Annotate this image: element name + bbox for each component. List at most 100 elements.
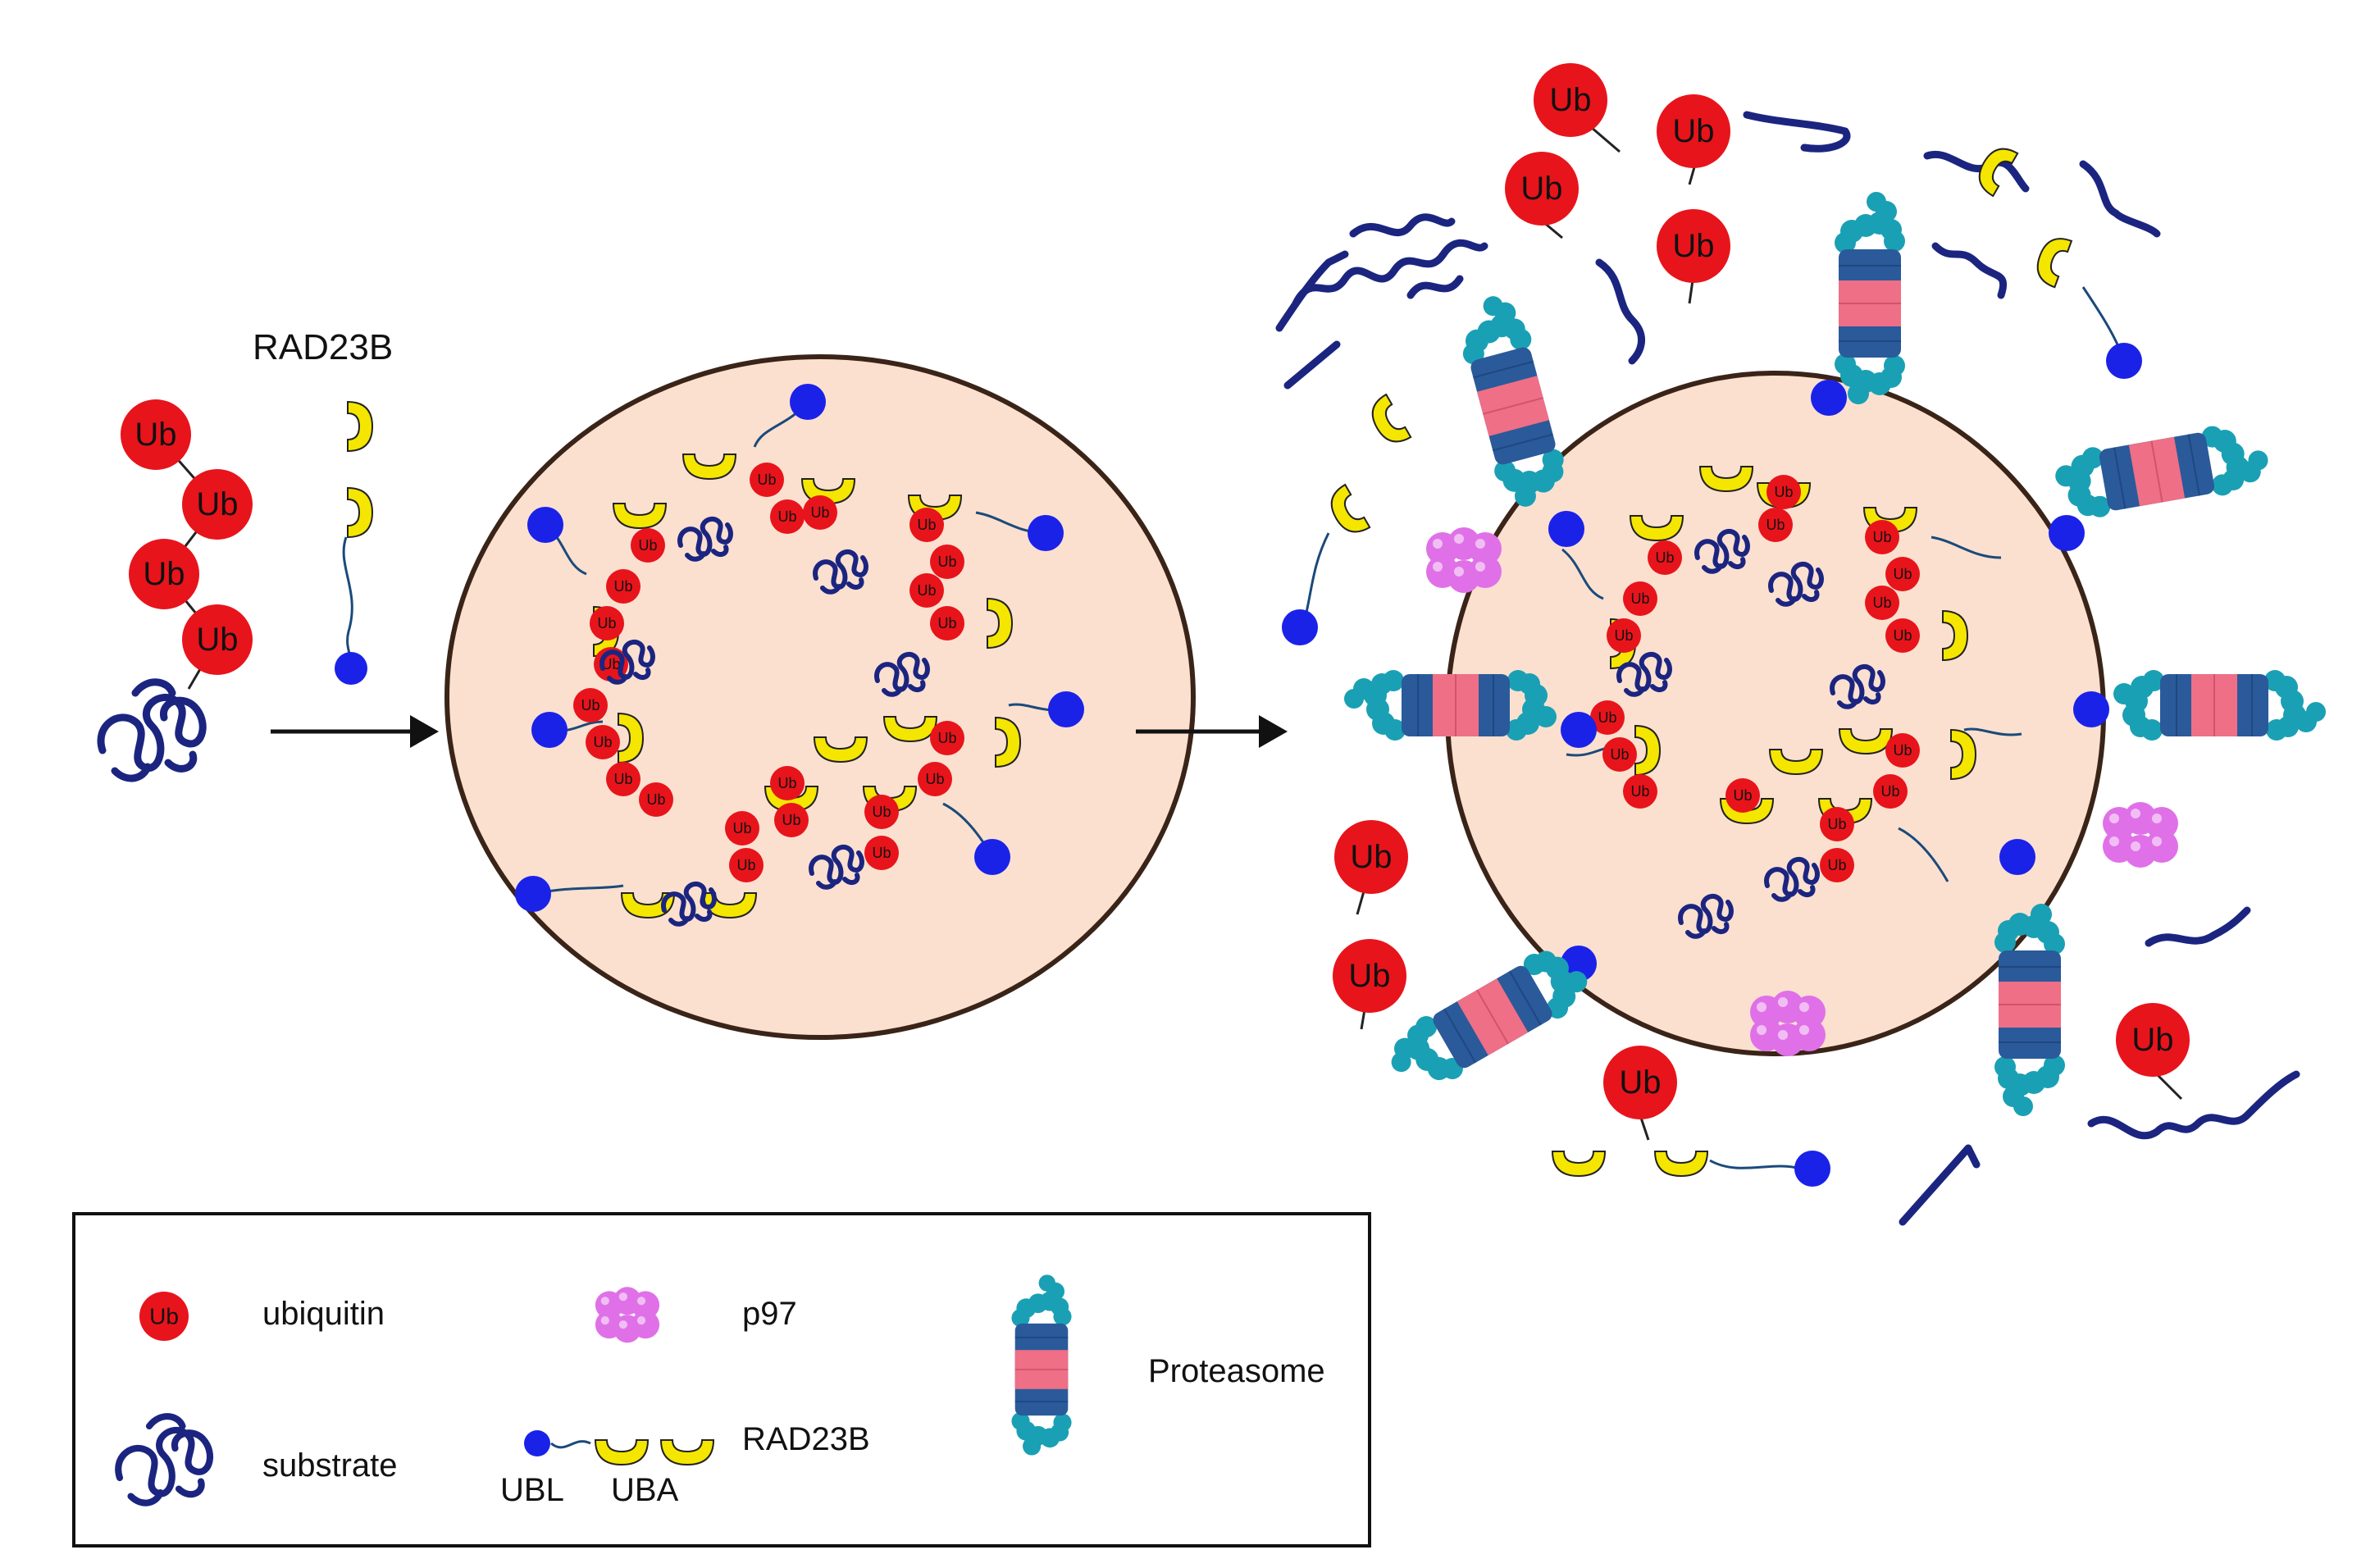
ub-label: Ub [613, 578, 632, 595]
ub-label: Ub [1733, 787, 1752, 804]
ub-label: Ub [810, 504, 829, 521]
ub-label: Ub [1348, 958, 1390, 994]
legend-substrate-label: substrate [262, 1447, 398, 1484]
ub-label: Ub [872, 845, 891, 861]
ubl-icon [527, 507, 563, 543]
legend-proteasome: Proteasome [1010, 1274, 1325, 1456]
legend-box [72, 1212, 1371, 1547]
legend-proteasome-label: Proteasome [1148, 1353, 1325, 1389]
proteasome-icon [2050, 417, 2274, 525]
ubl-icon [335, 652, 367, 685]
rad23b-icon [1971, 140, 2142, 379]
legend-rad23b: RAD23B UBL UBA [500, 1421, 870, 1508]
ub-label: Ub [782, 812, 800, 828]
ub-label: Ub [1893, 627, 1912, 644]
degradation-scene: Ub Ub Ub Ub Ub Ub Ub Ub Ub Ub [1275, 63, 2327, 1226]
polyubiquitin-chain: Ub Ub Ub Ub [101, 399, 253, 778]
ub-label: Ub [937, 554, 956, 570]
rad23b-icon [335, 401, 373, 685]
p97-icon [1750, 991, 1826, 1056]
ubl-icon [2073, 691, 2109, 727]
arrow-head [1259, 715, 1288, 748]
proteasome-icon [1834, 191, 1906, 405]
ub-label: Ub [196, 486, 238, 522]
ubl-icon [1561, 712, 1597, 748]
ub-label: Ub [2131, 1022, 2173, 1058]
ub-label: Ub [1520, 171, 1562, 207]
ub-label: Ub [646, 791, 665, 808]
ubl-icon [1561, 946, 1597, 982]
ub-label: Ub [1827, 857, 1846, 873]
ub-label: Ub [134, 417, 176, 453]
ubiquitin-icon: Ub [1657, 209, 1730, 283]
arrow-head [410, 715, 439, 748]
ubiquitin-icon: Ub [1505, 152, 1579, 226]
legend: Ub ubiquitin substrate p97 RAD23B UBL UB… [72, 1212, 1371, 1547]
legend-rad23b-label: RAD23B [742, 1421, 870, 1457]
ub-label: Ub [1672, 113, 1714, 149]
ubiquitin-icon [139, 1292, 189, 1341]
ubl-icon [531, 712, 568, 748]
ubiquitin-icon: Ub [182, 604, 253, 675]
ub-label: Ub [1893, 566, 1912, 582]
p97-icon [595, 1287, 660, 1343]
ubiquitin-icon: Ub [1534, 63, 1607, 137]
ub-label: Ub [1872, 529, 1891, 545]
proteasome-icon [1449, 288, 1575, 513]
ub-label: Ub [1774, 484, 1793, 500]
ub-label: Ub [1630, 783, 1649, 800]
ub-label: Ub [917, 517, 936, 533]
legend-ubiquitin: Ub ubiquitin [139, 1292, 385, 1341]
ub-label: Ub [1766, 517, 1785, 533]
rad23b-icon [1282, 394, 1412, 645]
legend-ubl-label: UBL [500, 1472, 564, 1508]
ub-label: Ub [1610, 746, 1629, 763]
ubl-icon [974, 839, 1010, 875]
ub-label: Ub [925, 771, 944, 787]
proteasome-icon [1010, 1274, 1073, 1456]
ub-label: Ub [143, 556, 185, 592]
ub-label: Ub [1630, 590, 1649, 607]
ubl-icon [1811, 380, 1847, 416]
ub-label: Ub [917, 582, 936, 599]
ub-label: Ub [732, 820, 751, 836]
ubl-icon [524, 1430, 550, 1456]
p97-icon [1426, 527, 1502, 593]
droplet-icon [444, 354, 1196, 1040]
ubiquitin-icon: Ub [121, 399, 191, 470]
ub-label: Ub [597, 615, 616, 631]
ub-label: Ub [1880, 783, 1899, 800]
ub-label: Ub [777, 775, 796, 791]
ub-label: Ub [1619, 1064, 1661, 1101]
p97-icon [2103, 802, 2178, 868]
ub-label: Ub [1672, 228, 1714, 264]
ubl-icon [515, 876, 551, 912]
legend-uba-label: UBA [611, 1472, 679, 1508]
ub-label: Ub [937, 730, 956, 746]
droplet-condensate: Ub Ub Ub Ub Ub Ub Ub Ub Ub Ub Ub Ub Ub U… [444, 354, 1196, 1040]
ub-label: Ub [777, 508, 796, 525]
ub-label: Ub [196, 622, 238, 658]
ub-label: Ub [1893, 742, 1912, 759]
ubiquitin-icon: Ub [1334, 820, 1408, 894]
legend-ubiquitin-label: ubiquitin [262, 1296, 385, 1332]
ubiquitin-icon: Ub [1333, 939, 1406, 1013]
ubiquitin-icon: Ub [129, 539, 199, 609]
ub-label: Ub [937, 615, 956, 631]
ub-label: Ub [736, 857, 755, 873]
ub-label: Ub [1827, 816, 1846, 832]
ub-label: Ub [581, 697, 599, 713]
ubl-icon [790, 384, 826, 420]
substrate-icon [101, 682, 203, 778]
peptide-fragments [1275, 111, 2300, 1226]
ub-label: Ub [872, 804, 891, 820]
ub-label: Ub [1350, 839, 1392, 875]
ubl-icon [2049, 515, 2085, 551]
ubiquitin-icon: Ub [2116, 1003, 2190, 1077]
ub-label: Ub [1872, 595, 1891, 611]
ubiquitin-icon: Ub [1603, 1046, 1677, 1119]
legend-p97: p97 [595, 1287, 797, 1343]
proteasome-icon [1994, 903, 2066, 1117]
ub-label: Ub [1614, 627, 1633, 644]
